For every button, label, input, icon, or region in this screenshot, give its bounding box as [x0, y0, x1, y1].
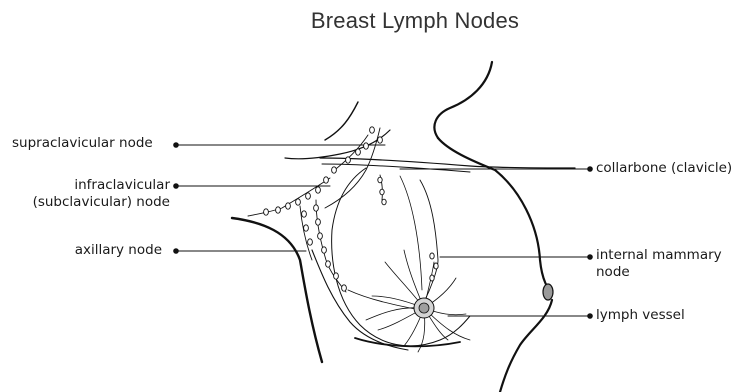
torso-right-outline	[438, 138, 552, 292]
dot-supraclavicular	[173, 142, 179, 148]
neck-left-outline	[325, 102, 358, 140]
dot-infraclavicular	[173, 183, 179, 189]
breast-lower-outline	[500, 300, 552, 392]
lymph-vessel-path-6	[348, 290, 420, 310]
neck-left-inner	[285, 130, 390, 159]
nipple	[543, 284, 553, 300]
lymph-vessel-path-4	[316, 200, 346, 292]
dot-internal-mammary	[587, 254, 593, 260]
underbreast-line	[355, 338, 460, 346]
areola-center	[419, 303, 429, 313]
dot-axillary	[173, 248, 179, 254]
collarbone-line-2	[322, 164, 470, 172]
dot-lymph-vessel	[587, 313, 593, 319]
collarbone-line-1	[320, 158, 575, 168]
neck-right-outline	[434, 62, 492, 138]
lymph-vessel-path-2	[332, 135, 368, 172]
lymph-vessel-path-8	[420, 180, 438, 302]
dot-collarbone	[587, 166, 593, 172]
